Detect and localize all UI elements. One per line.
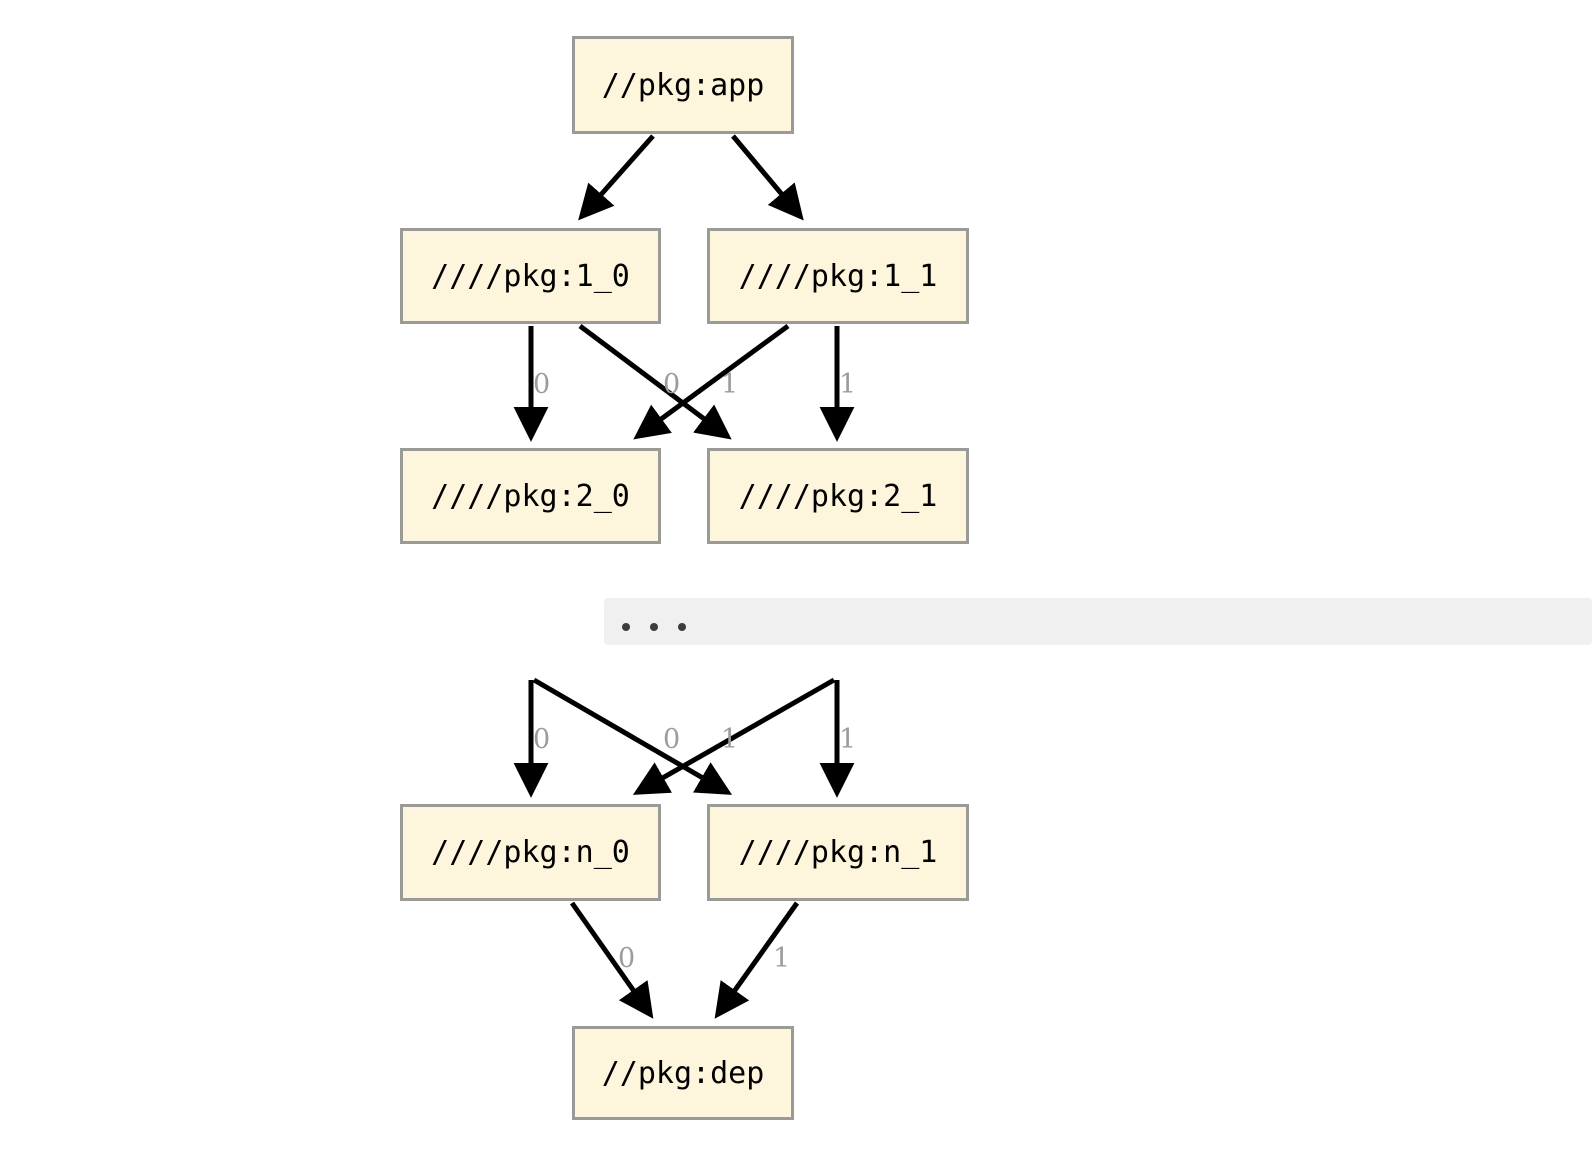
node-label: //pkg:app: [601, 67, 765, 103]
edge-label: 1: [839, 724, 857, 755]
node-label: ////pkg:2_1: [738, 478, 938, 514]
edge-label: 1: [721, 369, 739, 400]
ellipsis-dot-1: [622, 623, 630, 631]
node-pkg-1_1[interactable]: ////pkg:1_1: [707, 228, 969, 324]
node-label: ////pkg:n_1: [738, 835, 938, 870]
node-dep[interactable]: //pkg:dep: [572, 1026, 794, 1120]
edge-label: 0: [663, 724, 681, 755]
node-label: //pkg:dep: [601, 1055, 765, 1091]
edge-app-to-1_0: [578, 134, 655, 221]
edge-1_1-to-2_0: [633, 323, 790, 440]
edge-open-to-n_0-cross: [632, 677, 836, 795]
edge-app-to-1_1: [731, 134, 804, 221]
ellipsis-dot-3: [678, 623, 686, 631]
edge-1_0-to-2_1: [578, 323, 732, 440]
node-pkg-2_0[interactable]: ////pkg:2_0: [400, 448, 661, 544]
edge-label: 1: [721, 724, 739, 755]
node-label: ////pkg:1_1: [738, 258, 938, 294]
node-pkg-n_1[interactable]: ////pkg:n_1: [707, 804, 969, 901]
edge-label: 0: [533, 369, 551, 400]
node-label: ////pkg:2_0: [431, 478, 630, 514]
edge-open-to-n_1-cross: [532, 677, 733, 795]
node-label: ////pkg:1_0: [431, 258, 630, 294]
edge-label: 0: [618, 943, 636, 974]
node-label: ////pkg:n_0: [431, 835, 630, 870]
edge-label: 1: [773, 943, 791, 974]
ellipsis-separator: [604, 598, 1592, 645]
node-app[interactable]: //pkg:app: [572, 36, 794, 134]
node-pkg-1_0[interactable]: ////pkg:1_0: [400, 228, 661, 324]
node-pkg-2_1[interactable]: ////pkg:2_1: [707, 448, 969, 544]
edge-label: 0: [663, 369, 681, 400]
edge-label: 1: [839, 369, 857, 400]
node-pkg-n_0[interactable]: ////pkg:n_0: [400, 804, 661, 901]
edge-label: 0: [533, 724, 551, 755]
ellipsis-dot-2: [650, 623, 658, 631]
edge-n_1-to-dep: [714, 901, 800, 1019]
edge-n_0-to-dep: [569, 901, 654, 1019]
